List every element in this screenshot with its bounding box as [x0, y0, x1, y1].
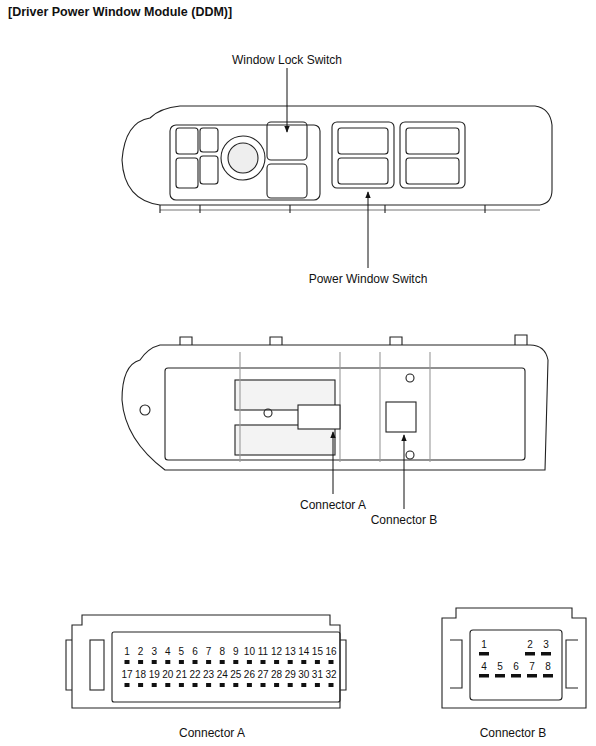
pin-mark [165, 683, 170, 687]
pin-mark [179, 660, 184, 664]
pin-mark [247, 660, 252, 664]
pin-mark [233, 683, 238, 687]
pin-number: 8 [545, 662, 551, 672]
pin-mark [301, 683, 306, 687]
pin-number: 30 [298, 670, 309, 680]
pin-number: 4 [481, 662, 487, 672]
pin-number: 9 [233, 647, 239, 657]
pin-number: 31 [312, 670, 323, 680]
diagram-title: [Driver Power Window Module (DDM)] [8, 5, 232, 19]
pin-mark [495, 674, 505, 678]
pin-mark [479, 652, 489, 656]
pin-mark [288, 660, 293, 664]
connector-a-face [66, 615, 346, 708]
pin-number: 15 [312, 647, 323, 657]
pin-mark [152, 660, 157, 664]
module-top-view [122, 106, 552, 213]
module-rear-view [122, 335, 548, 470]
pin-number: 2 [527, 640, 533, 650]
pin-number: 4 [165, 647, 171, 657]
pin-number: 7 [529, 662, 535, 672]
pin-number: 7 [206, 647, 212, 657]
pin-mark [247, 683, 252, 687]
pin-mark [206, 660, 211, 664]
part-label: Connector B [371, 514, 438, 526]
pin-mark [329, 683, 334, 687]
pin-number: 29 [285, 670, 296, 680]
pin-number: 20 [162, 670, 173, 680]
pin-number: 25 [230, 670, 241, 680]
pin-mark [315, 683, 320, 687]
pin-mark [525, 652, 535, 656]
pin-mark [301, 660, 306, 664]
pin-mark [152, 683, 157, 687]
pin-mark [541, 652, 551, 656]
pin-mark [125, 683, 130, 687]
pin-number: 16 [325, 647, 336, 657]
pin-number: 10 [244, 647, 255, 657]
pin-number: 13 [285, 647, 296, 657]
pin-number: 8 [219, 647, 225, 657]
pin-number: 28 [271, 670, 282, 680]
pin-mark [165, 660, 170, 664]
pin-number: 22 [189, 670, 200, 680]
connector-b-face [442, 608, 586, 708]
pin-number: 19 [149, 670, 160, 680]
pin-number: 2 [138, 647, 144, 657]
pin-mark [261, 660, 266, 664]
pin-number: 27 [257, 670, 268, 680]
pin-mark [479, 674, 489, 678]
pin-mark [138, 683, 143, 687]
pin-number: 1 [124, 647, 130, 657]
pin-mark [193, 660, 198, 664]
pin-mark [179, 683, 184, 687]
pin-number: 32 [325, 670, 336, 680]
part-label: Connector A [179, 727, 245, 739]
pin-mark [274, 683, 279, 687]
pin-mark [274, 660, 279, 664]
pin-number: 21 [176, 670, 187, 680]
pin-number: 17 [121, 670, 132, 680]
pin-number: 3 [151, 647, 157, 657]
pin-mark [220, 683, 225, 687]
pin-mark [220, 660, 225, 664]
pin-number: 24 [217, 670, 228, 680]
pin-mark [125, 660, 130, 664]
pin-number: 6 [192, 647, 198, 657]
part-label: Window Lock Switch [232, 54, 342, 66]
pin-number: 5 [497, 662, 503, 672]
part-label: Connector B [480, 727, 547, 739]
pin-number: 18 [135, 670, 146, 680]
pin-number: 14 [298, 647, 309, 657]
pin-mark [288, 683, 293, 687]
pin-mark [193, 683, 198, 687]
leader-arrows [287, 68, 404, 509]
pin-number: 11 [258, 647, 268, 657]
pin-number: 5 [179, 647, 185, 657]
pin-number: 12 [271, 647, 282, 657]
part-label: Connector A [300, 499, 366, 511]
pin-mark [543, 674, 553, 678]
pin-mark [261, 683, 266, 687]
pin-number: 26 [244, 670, 255, 680]
pin-mark [233, 660, 238, 664]
pin-mark [138, 660, 143, 664]
pin-mark [511, 674, 521, 678]
pin-number: 6 [513, 662, 519, 672]
pin-mark [206, 683, 211, 687]
pin-mark [329, 660, 334, 664]
pin-number: 1 [481, 640, 487, 650]
pin-mark [315, 660, 320, 664]
pin-number: 23 [203, 670, 214, 680]
pin-number: 3 [543, 640, 549, 650]
pin-mark [527, 674, 537, 678]
part-label: Power Window Switch [309, 273, 428, 285]
